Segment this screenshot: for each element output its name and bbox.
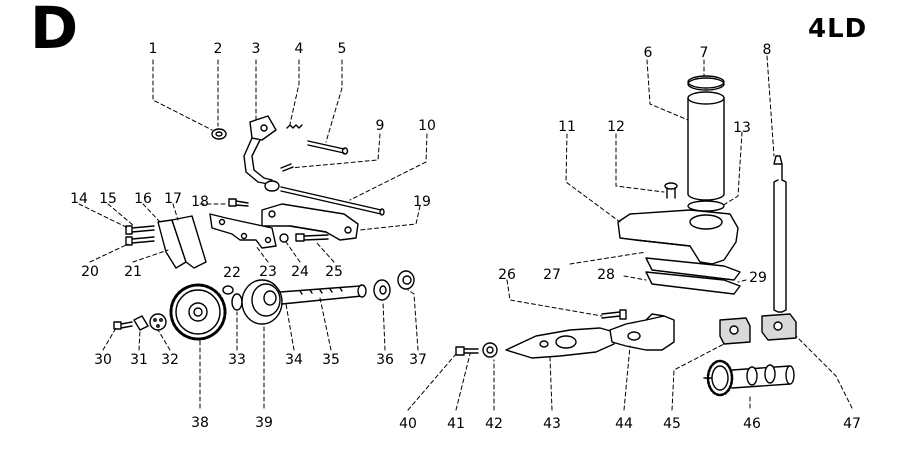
part-42-ring xyxy=(482,342,498,358)
callout-30: 30 xyxy=(94,352,112,368)
callout-41: 41 xyxy=(447,416,465,432)
part-44-rocker-arm xyxy=(609,313,675,351)
callout-45: 45 xyxy=(663,416,681,432)
part-20-screw xyxy=(125,236,155,246)
callout-22: 22 xyxy=(223,265,241,281)
callout-11: 11 xyxy=(558,119,576,135)
callout-19: 19 xyxy=(413,194,431,210)
part-3-governor-lever xyxy=(243,115,280,192)
callout-17: 17 xyxy=(164,191,182,207)
callout-5: 5 xyxy=(338,41,347,57)
callout-4: 4 xyxy=(295,41,304,57)
part-22-bush xyxy=(222,285,234,295)
part-37-bush xyxy=(397,270,415,290)
callout-18: 18 xyxy=(191,194,209,210)
section-letter: D xyxy=(30,0,79,62)
callout-39: 39 xyxy=(255,415,273,431)
engine-model-label: 4LD xyxy=(808,14,868,44)
part-24-washer xyxy=(279,233,289,243)
part-13-seal xyxy=(687,200,725,212)
part-27-gasket xyxy=(645,257,741,281)
part-10-rod xyxy=(280,186,385,216)
callout-1: 1 xyxy=(149,41,158,57)
callout-36: 36 xyxy=(376,352,394,368)
part-35-shaft xyxy=(279,284,367,305)
part-30-screw xyxy=(113,321,133,330)
callout-31: 31 xyxy=(130,352,148,368)
callout-2: 2 xyxy=(214,41,223,57)
part-25-screw xyxy=(295,233,329,242)
part-16-plate xyxy=(157,219,187,269)
part-6-tube xyxy=(687,91,725,201)
part-26-screw xyxy=(601,309,627,320)
callout-8: 8 xyxy=(763,42,772,58)
part-14-screw xyxy=(125,225,155,235)
part-32-flange xyxy=(149,313,167,331)
callout-26: 26 xyxy=(498,267,516,283)
part-12-bolt xyxy=(664,182,678,199)
callout-12: 12 xyxy=(607,119,625,135)
callout-9: 9 xyxy=(376,118,385,134)
part-40-screw xyxy=(455,346,479,356)
callout-15: 15 xyxy=(99,191,117,207)
part-33-ring xyxy=(231,293,243,311)
part-36-bearing xyxy=(373,279,391,301)
callout-labels: 1 2 3 4 5 6 7 8 9 10 11 12 13 14 15 16 1… xyxy=(70,41,861,432)
part-43-rocker-arm xyxy=(505,327,615,359)
callout-13: 13 xyxy=(733,120,751,136)
callout-28: 28 xyxy=(597,267,615,283)
part-45-support xyxy=(719,317,751,345)
callout-7: 7 xyxy=(700,45,709,61)
callout-23: 23 xyxy=(259,264,277,280)
part-28-gasket xyxy=(645,271,741,295)
part-4-spring xyxy=(286,124,303,129)
callout-27: 27 xyxy=(543,267,561,283)
part-19-bracket xyxy=(261,203,359,241)
callout-46: 46 xyxy=(743,416,761,432)
callout-33: 33 xyxy=(228,352,246,368)
part-8-push-rod xyxy=(773,155,787,313)
callout-35: 35 xyxy=(322,352,340,368)
callout-32: 32 xyxy=(161,352,179,368)
callout-14: 14 xyxy=(70,191,88,207)
part-18-screw xyxy=(228,198,249,207)
part-38-gear xyxy=(169,283,227,341)
part-5-pin xyxy=(307,140,349,155)
callout-47: 47 xyxy=(843,416,861,432)
callout-10: 10 xyxy=(418,118,436,134)
part-7-cap xyxy=(687,75,725,91)
leader-lines xyxy=(78,55,853,411)
callout-43: 43 xyxy=(543,416,561,432)
part-39-governor-assembly xyxy=(241,279,283,325)
part-23-plate xyxy=(209,213,277,249)
part-31-lock-plate xyxy=(133,315,149,331)
callout-40: 40 xyxy=(399,416,417,432)
callout-42: 42 xyxy=(485,416,503,432)
callout-29: 29 xyxy=(749,270,767,286)
part-11-rocker-support xyxy=(617,209,739,265)
callout-25: 25 xyxy=(325,264,343,280)
callout-34: 34 xyxy=(285,352,303,368)
callout-21: 21 xyxy=(124,264,142,280)
callout-6: 6 xyxy=(644,45,653,61)
callout-24: 24 xyxy=(291,264,309,280)
callout-38: 38 xyxy=(191,415,209,431)
part-21-plate xyxy=(171,215,207,269)
part-46-camshaft xyxy=(703,359,795,397)
part-2-nut xyxy=(211,128,227,140)
callout-37: 37 xyxy=(409,352,427,368)
callout-3: 3 xyxy=(252,41,261,57)
part-47-support xyxy=(761,313,797,341)
callout-16: 16 xyxy=(134,191,152,207)
callout-44: 44 xyxy=(615,416,633,432)
callout-20: 20 xyxy=(81,264,99,280)
